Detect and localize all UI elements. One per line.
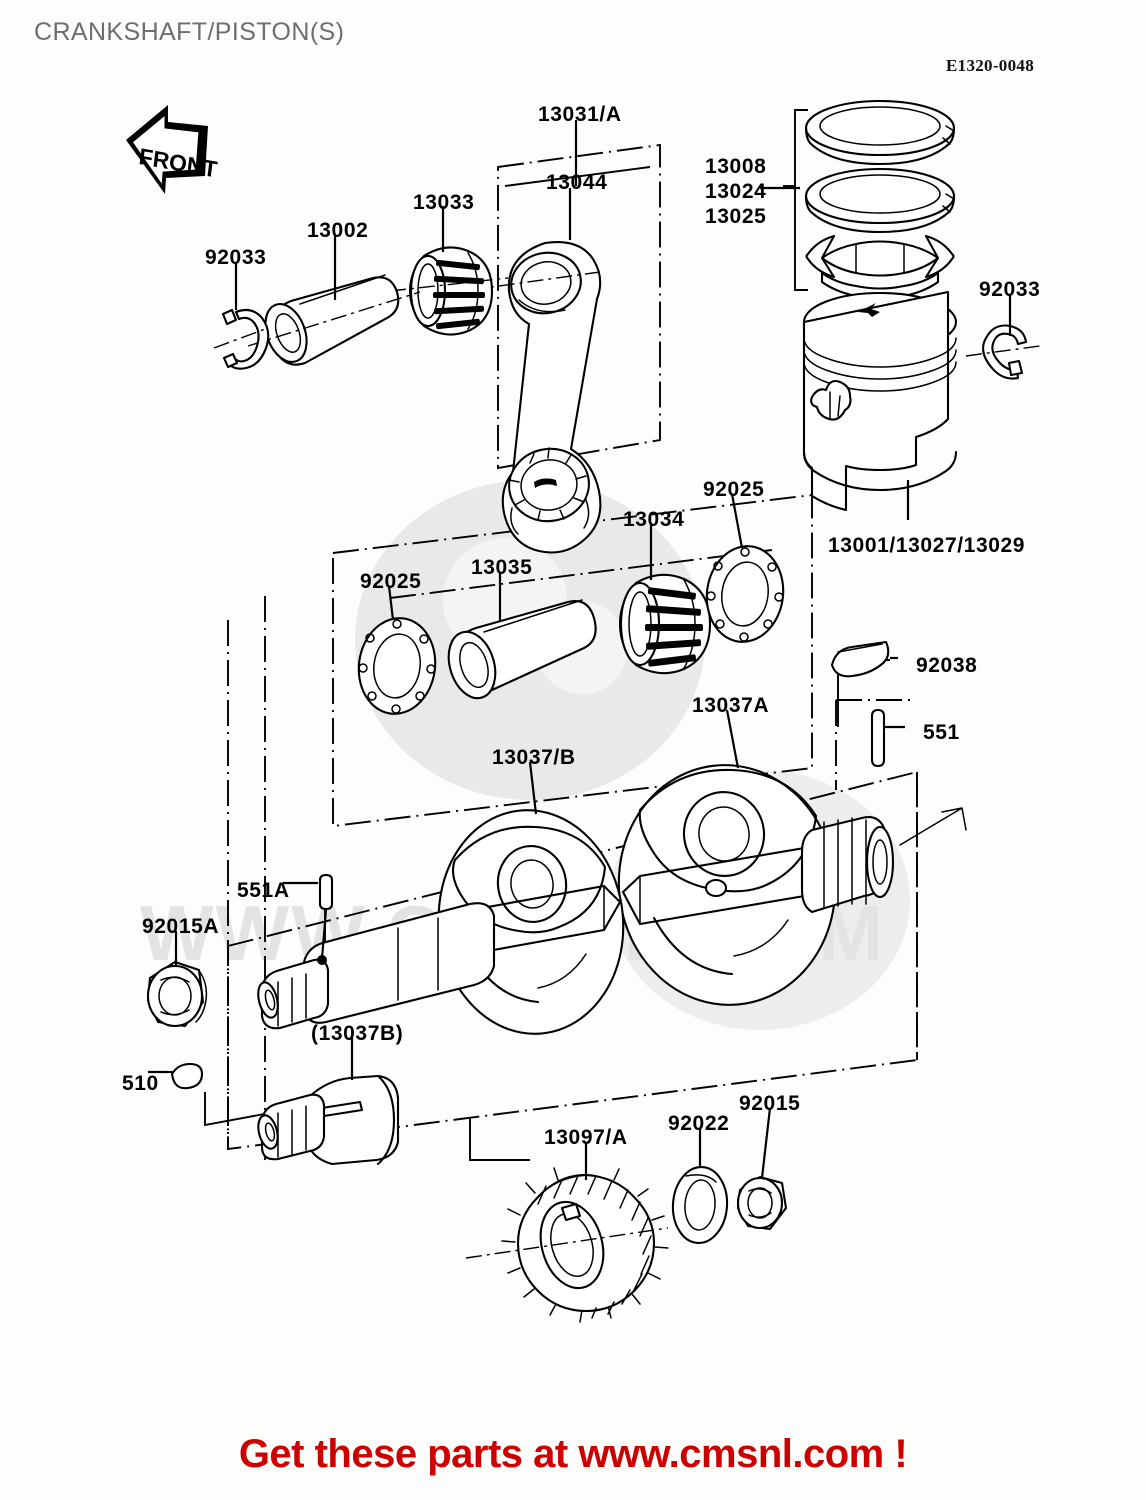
part-label-13035: 13035 [471, 556, 533, 579]
part-label-551a: 551A [237, 879, 290, 902]
part-label-510: 510 [122, 1072, 159, 1095]
thrust-washer-left [357, 617, 437, 715]
part-label-13025: 13025 [705, 205, 767, 228]
connecting-rod [469, 241, 602, 554]
part-label-551: 551 [923, 721, 960, 744]
piston-pin-circlip-left [213, 308, 270, 370]
footer-cta: Get these parts at www.cmsnl.com ! [238, 1432, 908, 1476]
part-label-92025: 92025 [360, 570, 422, 593]
small-end-needle-bearing [389, 246, 509, 336]
part-label-13097a: 13097/A [544, 1126, 628, 1149]
leader-lines [174, 120, 1012, 1180]
part-label-92022: 92022 [668, 1112, 730, 1135]
part-label-13033: 13033 [413, 191, 475, 214]
part-label-92038: 92038 [916, 654, 978, 677]
front-direction-marker: FRONT [126, 105, 219, 194]
woodruff-key-right [830, 640, 898, 678]
part-label-92025: 92025 [703, 478, 765, 501]
part-label-130011302713029: 13001/13027/13029 [828, 534, 1026, 557]
primary-drive-gear [465, 1162, 669, 1323]
page-title: CRANKSHAFT/PISTON(S) [34, 18, 345, 46]
piston-rings [804, 99, 956, 300]
part-label-13002: 13002 [307, 219, 369, 242]
big-end-needle-bearing [618, 573, 712, 675]
piston-ring-second [804, 167, 956, 234]
part-label-13024: 13024 [705, 180, 767, 203]
part-label-92015a: 92015A [142, 915, 220, 938]
part-label-13037a: 13037A [692, 694, 770, 717]
piston-ring-oil [805, 234, 955, 300]
woodruff-key-left [148, 1062, 204, 1090]
part-label-13037b: 13037/B [492, 746, 576, 769]
piston-pin [247, 274, 421, 366]
nut [736, 1175, 788, 1231]
thrust-washer-right [705, 545, 785, 643]
crank-web-right [617, 764, 967, 1006]
reference-code: E1320-0048 [946, 56, 1034, 75]
part-label-13037b: (13037B) [311, 1022, 404, 1045]
part-label-92033: 92033 [979, 278, 1041, 301]
piston-ring-top [804, 99, 956, 166]
part-label-13008: 13008 [705, 155, 767, 178]
piston-pin-circlip-right [965, 324, 1041, 380]
part-label-92015: 92015 [739, 1092, 801, 1115]
piston [802, 290, 958, 512]
part-label-13044: 13044 [546, 171, 608, 194]
crankshaft-alternate [257, 1036, 400, 1166]
dowel-pin-right [870, 708, 905, 768]
crank-pin [447, 599, 597, 700]
crankshaft-main-left [257, 873, 496, 1030]
part-label-92033: 92033 [205, 246, 267, 269]
washer [671, 1165, 729, 1245]
part-label-13034: 13034 [623, 508, 685, 531]
part-label-13031a: 13031/A [538, 103, 622, 126]
crankshaft-nut-left [146, 960, 208, 1028]
